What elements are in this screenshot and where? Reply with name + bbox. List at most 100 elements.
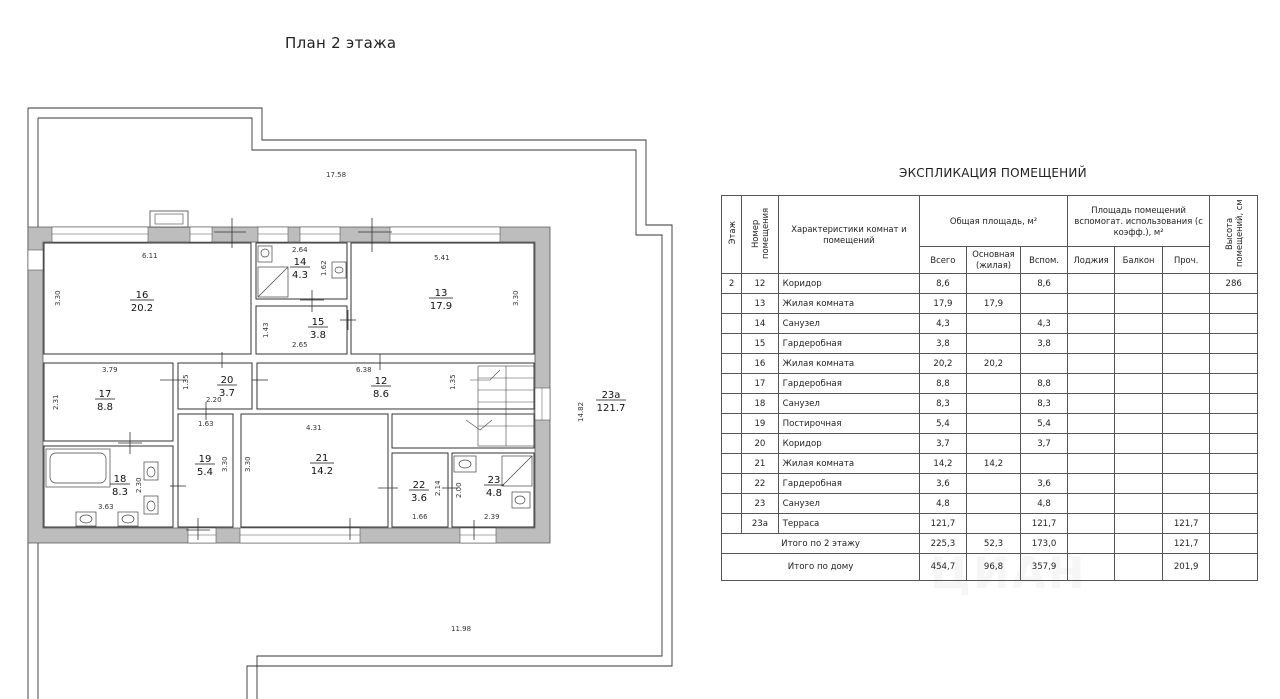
dim-r21-w: 4.31	[306, 424, 322, 432]
cell-total: 4,8	[919, 493, 967, 514]
cell-name: Санузел	[777, 493, 921, 514]
cell-main	[965, 513, 1022, 534]
cell-balcony	[1114, 513, 1163, 534]
header-total-area: Общая площадь, м²	[919, 195, 1068, 247]
cell-no: 19	[741, 413, 779, 434]
cell-height	[1209, 333, 1258, 354]
cell-total: 3,6	[919, 473, 967, 494]
cell-loggia	[1066, 473, 1116, 494]
room-15-number: 15	[312, 317, 325, 328]
room-18-area: 8.3	[112, 487, 128, 498]
room-17-number: 17	[99, 389, 112, 400]
cell-main	[965, 333, 1022, 354]
cell-other: 121,7	[1161, 513, 1211, 534]
dim-r17-h: 2.31	[52, 394, 60, 410]
dim-r13-h: 3.30	[512, 290, 520, 306]
room-labels: 16 20.2 14 4.3 15 3.8 13 17.9 17 8.8 20 …	[95, 257, 626, 504]
room-13-area: 17.9	[430, 301, 452, 312]
dim-r14-w: 2.64	[292, 246, 308, 254]
dim-r16-w: 6.11	[142, 252, 158, 260]
cell-main	[965, 433, 1022, 454]
cell-aux: 8,3	[1020, 393, 1068, 414]
cell-balcony	[1114, 293, 1163, 314]
room-12-area: 8.6	[373, 389, 389, 400]
cell-height	[1209, 433, 1258, 454]
cell-other	[1161, 353, 1211, 374]
total-cell-main: 52,3	[965, 533, 1022, 554]
room-18-number: 18	[114, 474, 127, 485]
cell-no: 18	[741, 393, 779, 414]
cell-height	[1209, 513, 1258, 534]
header-sub-loggia: Лоджия	[1066, 246, 1116, 274]
total-cell-aux: 173,0	[1020, 533, 1068, 554]
room-16-number: 16	[136, 290, 149, 301]
cell-aux: 3,7	[1020, 433, 1068, 454]
dim-r15-w: 2.65	[292, 341, 308, 349]
cell-loggia	[1066, 273, 1116, 294]
room-21-area: 14.2	[311, 466, 333, 477]
room-13	[350, 242, 535, 355]
cell-main	[965, 373, 1022, 394]
cell-aux: 4,3	[1020, 313, 1068, 334]
header-room-no: Номер помещения	[741, 195, 779, 274]
cell-no: 14	[741, 313, 779, 334]
cell-aux: 3,6	[1020, 473, 1068, 494]
cell-balcony	[1114, 493, 1163, 514]
cell-height	[1209, 453, 1258, 474]
cell-name: Коридор	[777, 433, 921, 454]
cell-other	[1161, 313, 1211, 334]
floor-plan: 17.58 11.98 14.82 6.11 3.30 2.64 1.62 2.…	[27, 107, 673, 699]
cell-no: 22	[741, 473, 779, 494]
cell-balcony	[1114, 373, 1163, 394]
cell-total: 3,8	[919, 333, 967, 354]
room-12	[256, 362, 535, 410]
room-14-number: 14	[294, 257, 307, 268]
dim-r12-h: 1.35	[449, 374, 457, 390]
cell-other	[1161, 293, 1211, 314]
room-12-number: 12	[375, 376, 388, 387]
dim-terrace-right: 14.82	[577, 402, 585, 422]
cell-height	[1209, 353, 1258, 374]
room-17-area: 8.8	[97, 402, 113, 413]
total-cell-height	[1209, 533, 1258, 554]
cell-main: 20,2	[965, 353, 1022, 374]
cell-name: Жилая комната	[777, 293, 921, 314]
header-sub-main: Основная (жилая)	[965, 246, 1022, 274]
cell-aux	[1020, 453, 1068, 474]
dim-r18-w: 3.63	[98, 503, 114, 511]
cell-name: Постирочная	[777, 413, 921, 434]
cell-no: 12	[741, 273, 779, 294]
cell-main: 14,2	[965, 453, 1022, 474]
dim-r17-w: 3.79	[102, 366, 118, 374]
explication-title: ЭКСПЛИКАЦИЯ ПОМЕЩЕНИЙ	[899, 166, 1087, 180]
cell-floor	[720, 433, 743, 454]
dimension-labels: 17.58 11.98 14.82 6.11 3.30 2.64 1.62 2.…	[52, 171, 585, 633]
cell-height	[1209, 373, 1258, 394]
cell-aux: 5,4	[1020, 413, 1068, 434]
header-sub-other: Проч.	[1161, 246, 1211, 274]
header-sub-balcony: Балкон	[1114, 246, 1163, 274]
total-cell-height	[1209, 553, 1258, 581]
cell-name: Жилая комната	[777, 353, 921, 374]
cell-total: 8,3	[919, 393, 967, 414]
room-21	[240, 413, 389, 528]
cell-main	[965, 393, 1022, 414]
room-20-area: 3.7	[219, 388, 235, 399]
cell-total: 8,6	[919, 273, 967, 294]
dim-r19-h: 3.30	[221, 456, 229, 472]
building-walls	[27, 210, 551, 544]
cell-height: 286	[1209, 273, 1258, 294]
header-floor: Этаж	[720, 195, 743, 274]
dim-r12-w: 6.38	[356, 366, 372, 374]
dim-r20-h: 1.35	[182, 374, 190, 390]
cell-main	[965, 493, 1022, 514]
